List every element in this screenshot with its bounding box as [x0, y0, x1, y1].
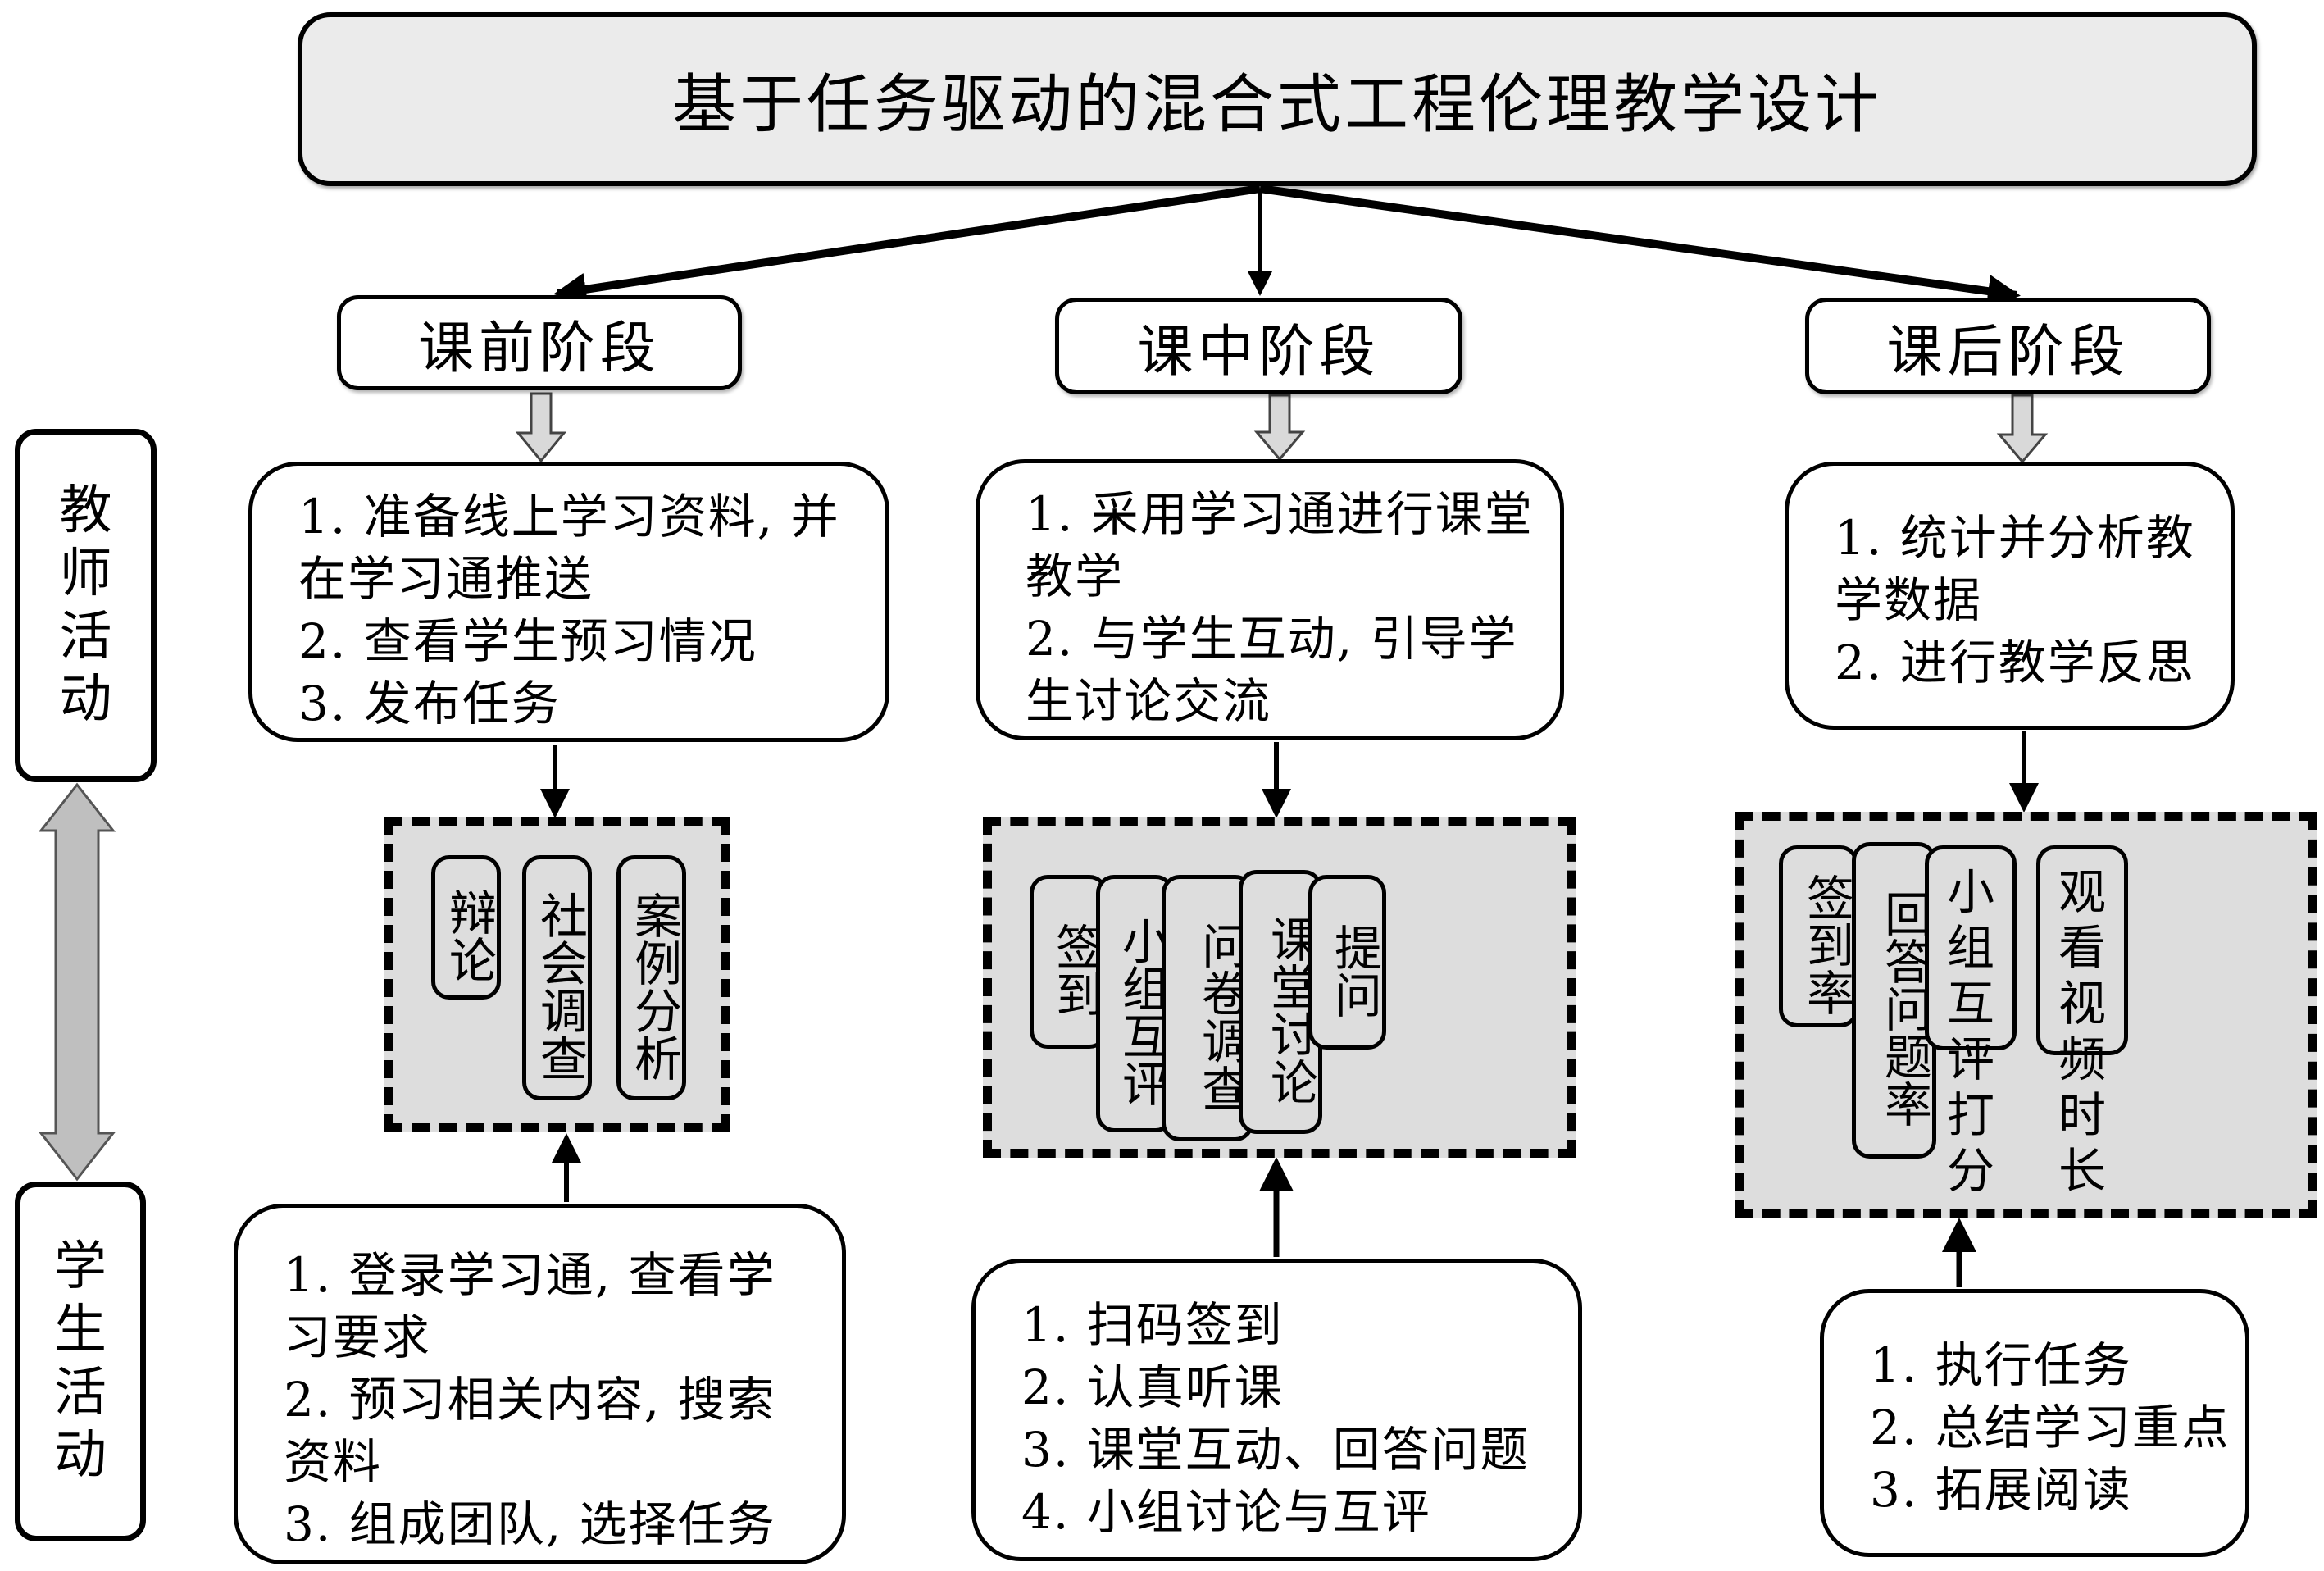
tool-label: 辩论 — [441, 888, 497, 983]
teacher-label-char: 活 — [59, 606, 112, 667]
tool-label: 小组互评 — [1114, 917, 1170, 1107]
phase-post-class: 课后阶段 — [1805, 298, 2211, 394]
activity-line: 1. 扫码签到 — [1021, 1297, 1284, 1353]
arrow-title-to-pre — [553, 184, 1261, 306]
activity-line: 1. 采用学习通进行课堂 — [1026, 486, 1534, 542]
tool-label-line: 时长 — [2058, 1087, 2106, 1199]
tool-questioning: 提问 — [1308, 875, 1386, 1050]
tool-label-line: 互评 — [1946, 976, 1994, 1087]
tool-label-line: 观看 — [2058, 864, 2106, 976]
student-label-char: 活 — [54, 1362, 107, 1423]
diagram-title-text: 基于任务驱动的混合式工程伦理教学设计 — [671, 68, 1882, 142]
phase-post-class-label: 课后阶段 — [1886, 319, 2130, 385]
diagram-title: 基于任务驱动的混合式工程伦理教学设计 — [298, 12, 2257, 186]
hollow-arrow-post — [1996, 394, 2049, 464]
activity-line: 生讨论交流 — [1026, 673, 1272, 729]
phase-in-class: 课中阶段 — [1055, 298, 1462, 394]
tools-container-mid: 签到 小组互评 问卷调查 课堂讨论 提问 — [983, 817, 1576, 1158]
activity-line: 3. 组成团队, 选择任务 — [284, 1496, 776, 1552]
tool-video-watch-time: 观看 视频 时长 — [2036, 845, 2128, 1199]
tool-label: 签到率 — [1799, 873, 1854, 1016]
student-activities-mid: 1. 扫码签到 2. 认真听课 3. 课堂互动、回答问题 4. 小组讨论与互评 — [971, 1259, 1582, 1561]
student-activity-label: 学 生 活 动 — [15, 1182, 146, 1541]
activity-line: 1. 执行任务 — [1870, 1337, 2132, 1393]
tool-label: 社会调查 — [532, 890, 588, 1081]
double-arrow-teacher-student — [38, 782, 116, 1182]
student-activities-pre: 1. 登录学习通, 查看学 习要求 2. 预习相关内容, 搜索 资料 3. 组成… — [234, 1204, 846, 1564]
activity-line: 1. 登录学习通, 查看学 — [284, 1247, 776, 1303]
tools-container-post: 签到率 回答问题率 小组 互评 打分 观看 视频 时长 — [1735, 812, 2317, 1218]
activity-line: 1. 统计并分析教 — [1835, 510, 2195, 566]
activity-line: 习要求 — [284, 1309, 432, 1365]
activity-line: 2. 预习相关内容, 搜索 — [284, 1372, 776, 1428]
teacher-activity-label: 教 师 活 动 — [15, 429, 157, 782]
activity-line: 2. 与学生互动, 引导学 — [1026, 611, 1518, 667]
activity-line: 2. 认真听课 — [1021, 1359, 1284, 1415]
tool-label: 回答问题率 — [1876, 890, 1932, 1127]
activity-line: 学数据 — [1835, 572, 1983, 628]
tool-debate: 辩论 — [431, 855, 501, 1000]
arrow-title-to-post — [1259, 184, 2021, 307]
tool-label-line: 小组 — [1946, 864, 1994, 976]
teacher-activities-pre: 1. 准备线上学习资料, 并 在学习通推送 2. 查看学生预习情况 3. 发布任… — [248, 462, 889, 742]
tool-label: 签到 — [1048, 922, 1103, 1018]
tool-peer-review: 小组互评 — [1096, 875, 1174, 1132]
hollow-arrow-mid — [1253, 394, 1306, 462]
activity-line: 教学 — [1026, 549, 1125, 604]
phase-in-class-label: 课中阶段 — [1137, 319, 1380, 385]
teacher-label-char: 教 — [59, 480, 112, 541]
activity-line: 2. 总结学习重点 — [1870, 1400, 2231, 1455]
tool-label: 提问 — [1326, 922, 1382, 1018]
hollow-arrow-pre — [515, 392, 567, 463]
student-label-char: 生 — [54, 1299, 107, 1360]
activity-line: 2. 查看学生预习情况 — [298, 613, 757, 669]
phase-pre-class: 课前阶段 — [337, 295, 742, 390]
teacher-label-char: 动 — [59, 669, 112, 731]
tool-case-analysis: 案例分析 — [616, 855, 686, 1100]
tool-answer-rate: 回答问题率 — [1852, 842, 1936, 1159]
student-label-char: 学 — [54, 1236, 107, 1297]
activity-line: 2. 进行教学反思 — [1835, 635, 2195, 690]
teacher-activities-mid: 1. 采用学习通进行课堂 教学 2. 与学生互动, 引导学 生讨论交流 — [976, 459, 1564, 740]
activity-line: 3. 拓展阅读 — [1870, 1462, 2132, 1518]
tool-label: 案例分析 — [626, 890, 682, 1081]
activity-line: 1. 准备线上学习资料, 并 — [298, 489, 840, 544]
activity-line: 资料 — [284, 1434, 383, 1490]
student-activities-post: 1. 执行任务 2. 总结学习重点 3. 拓展阅读 — [1820, 1289, 2249, 1557]
activity-line: 在学习通推送 — [298, 551, 594, 607]
tool-peer-score: 小组 互评 打分 — [1925, 845, 2017, 1199]
phase-pre-class-label: 课前阶段 — [417, 316, 661, 381]
activity-line: 3. 课堂互动、回答问题 — [1021, 1422, 1530, 1478]
teacher-activities-post: 1. 统计并分析教 学数据 2. 进行教学反思 — [1785, 462, 2235, 730]
tool-check-in: 签到 — [1030, 875, 1107, 1049]
tool-label-line: 视频 — [2058, 976, 2106, 1087]
activity-line: 3. 发布任务 — [298, 676, 561, 731]
activity-line: 4. 小组讨论与互评 — [1021, 1484, 1431, 1540]
tools-container-pre: 辩论 社会调查 案例分析 — [384, 817, 730, 1132]
tool-social-survey: 社会调查 — [522, 855, 592, 1100]
teacher-label-char: 师 — [59, 543, 112, 604]
tool-check-in-rate: 签到率 — [1779, 845, 1858, 1027]
tool-label-line: 打分 — [1946, 1087, 1994, 1199]
student-label-char: 动 — [54, 1425, 107, 1487]
